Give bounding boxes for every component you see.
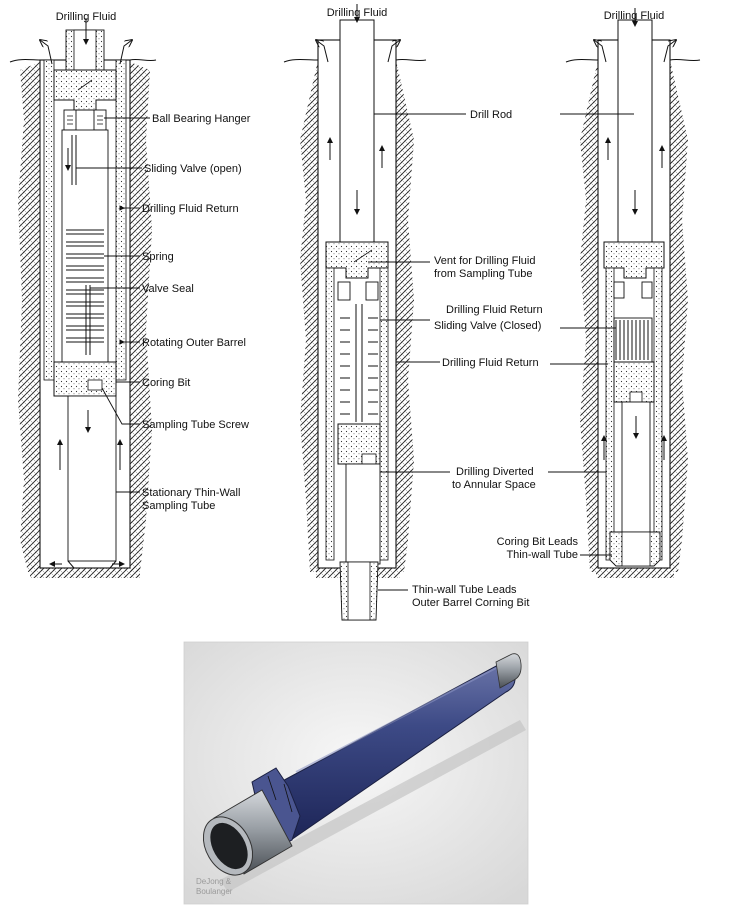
callout-drilling-fluid-return-mid-upper: Drilling Fluid Return bbox=[446, 304, 543, 316]
callout-spring: Spring bbox=[142, 251, 174, 263]
inner-housing bbox=[61, 129, 109, 371]
soil-left-middle bbox=[300, 60, 318, 572]
callout-drill-rod: Drill Rod bbox=[470, 109, 512, 121]
callout-ball-bearing-hanger: Ball Bearing Hanger bbox=[152, 113, 251, 125]
outer-barrel-right-wall bbox=[115, 59, 127, 381]
callout-coring-bit-leads-line2: Thin-wall Tube bbox=[506, 549, 578, 561]
callout-coring-bit-leads-line1: Coring Bit Leads bbox=[497, 536, 579, 548]
left-top-label: Drilling Fluid bbox=[56, 11, 117, 23]
middle-top-label: Drilling Fluid bbox=[327, 7, 388, 19]
panel-left: Drilling Fluid Ball Bearing Hanger Slidi… bbox=[9, 11, 251, 578]
callout-sampling-tube: Sampling Tube bbox=[142, 500, 215, 512]
sampling-tube-screw bbox=[87, 379, 103, 391]
callout-thin-wall-leads-line1: Thin-wall Tube Leads bbox=[412, 584, 517, 596]
ground-line-right bbox=[129, 58, 157, 62]
soil-left bbox=[18, 62, 40, 572]
callout-sampling-tube-screw: Sampling Tube Screw bbox=[142, 419, 249, 431]
tube-interior bbox=[210, 822, 248, 870]
soil-bottom bbox=[30, 566, 140, 578]
soil-right bbox=[130, 62, 152, 572]
callout-rotating-outer-barrel: Rotating Outer Barrel bbox=[142, 337, 246, 349]
photo-watermark-line1: DeJong & bbox=[196, 877, 232, 886]
callout-coring-bit: Coring Bit bbox=[142, 377, 190, 389]
spring-left bbox=[66, 229, 104, 343]
soil-right-right bbox=[670, 60, 688, 572]
callout-vent-line2: from Sampling Tube bbox=[434, 268, 532, 280]
soil-left-right bbox=[580, 60, 598, 572]
sampler-photo: DeJong & Boulanger bbox=[183, 641, 529, 905]
callout-thin-wall-leads-line2: Outer Barrel Corning Bit bbox=[412, 597, 529, 609]
thin-wall-tube bbox=[67, 395, 117, 562]
callout-vent-line1: Vent for Drilling Fluid bbox=[434, 255, 536, 267]
spring-middle bbox=[340, 317, 378, 415]
callout-drilling-diverted-line1: Drilling Diverted bbox=[456, 466, 534, 478]
coring-bit-block bbox=[53, 361, 117, 397]
callout-stationary-thin-wall: Stationary Thin-Wall bbox=[142, 487, 240, 499]
right-top-label: Drilling Fluid bbox=[604, 10, 665, 22]
top-end-cap bbox=[495, 653, 522, 689]
callout-valve-seal: Valve Seal bbox=[142, 283, 194, 295]
callout-drilling-fluid-return-mid: Drilling Fluid Return bbox=[442, 357, 539, 369]
photo-watermark-line2: Boulanger bbox=[196, 887, 233, 896]
panel-right: Drilling Fluid Coring Bit Leads Thin-wal… bbox=[497, 8, 701, 578]
ground-line-left bbox=[9, 59, 41, 63]
callout-sliding-valve-closed: Sliding Valve (Closed) bbox=[434, 320, 541, 332]
callout-drilling-diverted-line2: to Annular Space bbox=[452, 479, 536, 491]
callout-sliding-valve-open: Sliding Valve (open) bbox=[144, 163, 242, 175]
panel-middle: Drilling Fluid Drill Rod Vent for Drilli… bbox=[283, 4, 543, 621]
callout-drilling-fluid-return-left: Drilling Fluid Return bbox=[142, 203, 239, 215]
outer-barrel-left-wall bbox=[43, 59, 55, 381]
soil-right-middle bbox=[396, 60, 414, 572]
